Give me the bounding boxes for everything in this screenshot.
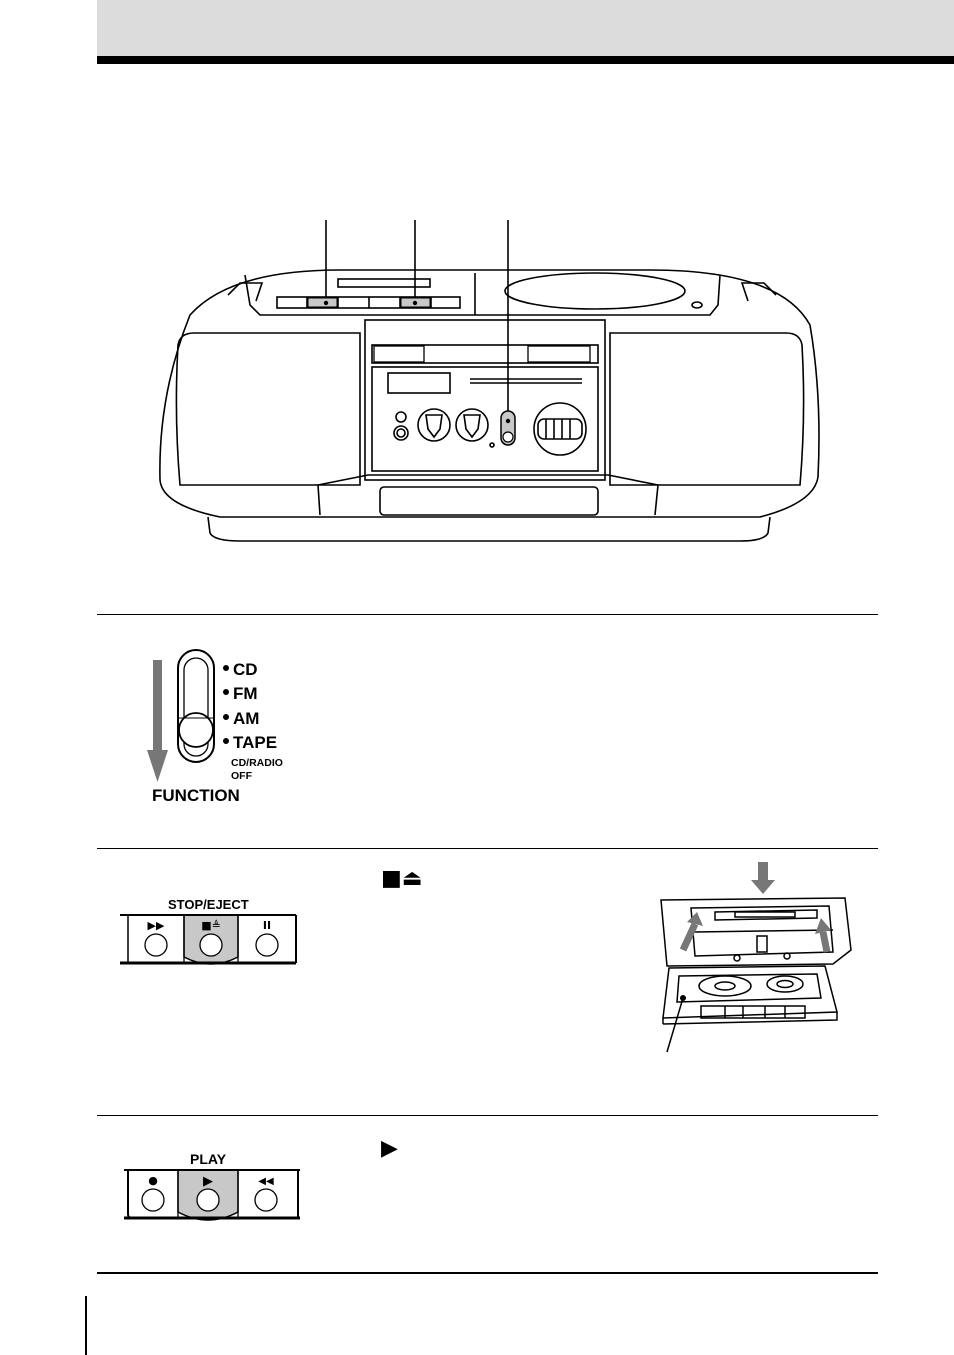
stop-eject-title: STOP/EJECT xyxy=(168,897,249,912)
function-pos-am: AM xyxy=(233,709,259,728)
function-pos-fm: FM xyxy=(233,684,258,703)
header-rule xyxy=(97,56,954,64)
divider-2 xyxy=(97,848,878,849)
divider-1 xyxy=(97,614,878,615)
cassette-insert-illustration xyxy=(660,862,852,1053)
function-title: FUNCTION xyxy=(152,786,240,805)
function-pos-cd: CD xyxy=(233,660,258,679)
function-sub-label-2: OFF xyxy=(231,770,253,782)
divider-4 xyxy=(97,1272,878,1274)
function-switch-diagram: CD FM AM TAPE CD/RADIO OFF FUNCTION xyxy=(147,649,283,805)
play-step-icon: ▶ xyxy=(381,1136,398,1161)
stop-eject-step-icon: ■⏏ xyxy=(381,866,423,891)
record-icon: ● xyxy=(148,1174,158,1187)
page-margin-bar xyxy=(85,1296,87,1355)
rewind-icon: ◀◀ xyxy=(258,1176,274,1187)
play-icon: ▶ xyxy=(203,1174,213,1189)
stop-eject-diagram: STOP/EJECT ▶▶ ■≜ II xyxy=(120,897,297,965)
boombox-illustration xyxy=(159,220,820,542)
pause-icon: II xyxy=(263,919,271,932)
divider-3 xyxy=(97,1115,878,1116)
header-band xyxy=(97,0,954,56)
function-pos-tape: TAPE xyxy=(233,733,277,752)
fast-forward-icon: ▶▶ xyxy=(148,919,165,932)
play-diagram: PLAY ● ▶ ◀◀ xyxy=(124,1151,300,1221)
play-title: PLAY xyxy=(190,1151,227,1167)
stop-eject-icon: ■≜ xyxy=(201,919,221,932)
function-sub-label-1: CD/RADIO xyxy=(231,757,283,769)
